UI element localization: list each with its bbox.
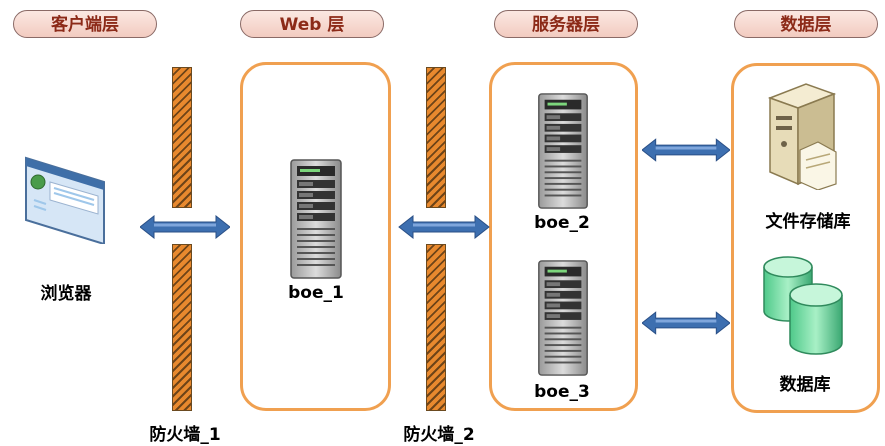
server-boe-3-label: boe_3 <box>534 382 590 402</box>
tier-label-web: Web 层 <box>240 10 384 38</box>
database-label: 数据库 <box>779 375 831 395</box>
file-store-label: 文件存储库 <box>765 212 851 232</box>
firewall-1-upper <box>172 67 192 208</box>
arrow-web-server <box>398 215 490 239</box>
database-icon <box>763 256 843 355</box>
server-tower-icon <box>536 259 590 377</box>
file-server-icon <box>767 83 837 190</box>
arrow-client-web <box>140 215 230 239</box>
firewall-2-upper <box>426 67 446 208</box>
firewall-1-lower <box>172 244 192 411</box>
tier-label-data: 数据层 <box>734 10 878 38</box>
browser-window-icon <box>25 156 105 244</box>
arrow-server-filestore <box>642 138 730 162</box>
firewall-2-label: 防火墙_2 <box>403 425 475 445</box>
tier-label-client: 客户端层 <box>13 10 157 38</box>
server-tower-icon <box>536 92 590 210</box>
firewall-2-lower <box>426 244 446 411</box>
server-boe-1-label: boe_1 <box>288 283 344 303</box>
arrow-server-database <box>642 311 730 335</box>
server-boe-2-label: boe_2 <box>534 213 590 233</box>
tier-label-server: 服务器层 <box>494 10 638 38</box>
browser-label: 浏览器 <box>40 284 92 304</box>
firewall-1-label: 防火墙_1 <box>149 425 221 445</box>
server-tower-icon <box>289 158 343 280</box>
